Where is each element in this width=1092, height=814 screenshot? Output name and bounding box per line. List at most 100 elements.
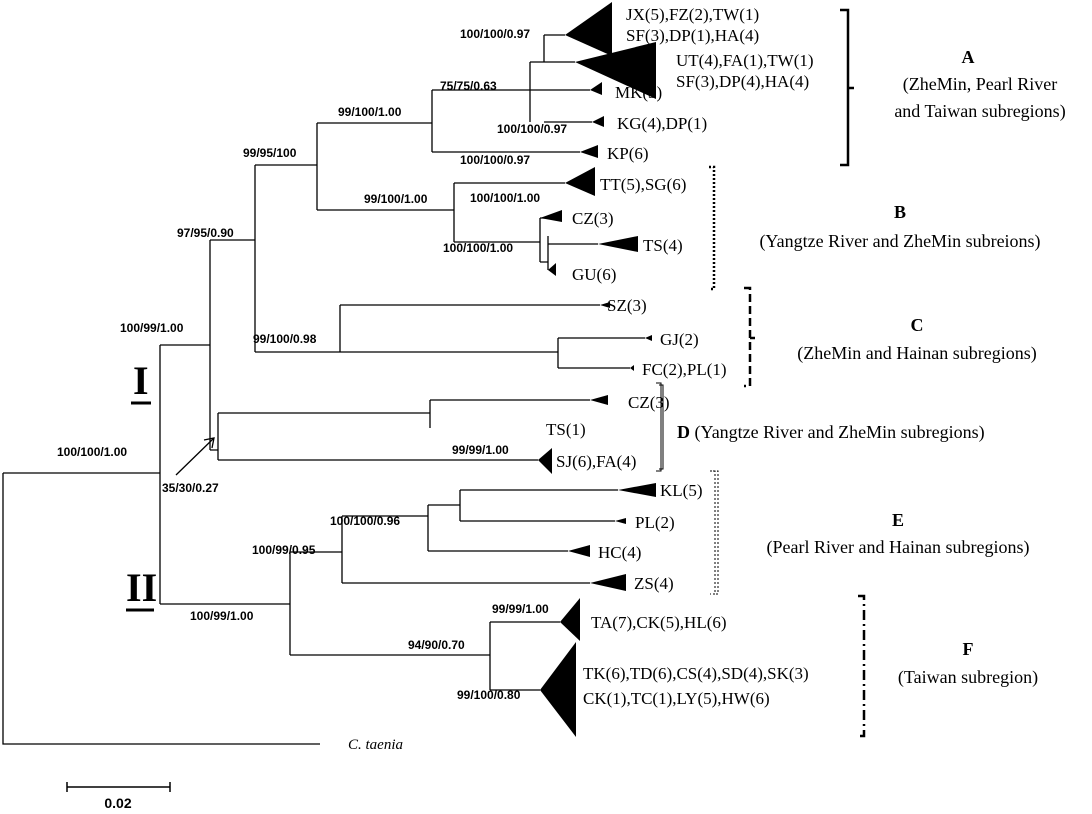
bracket-a — [840, 8, 854, 167]
taxon-label: TS(4) — [643, 236, 683, 255]
clade-triangle-ts-b — [598, 236, 638, 252]
taxon-label: SF(3),DP(4),HA(4) — [676, 72, 809, 91]
taxon-label: GU(6) — [572, 265, 616, 284]
clade-triangle-fc — [630, 365, 634, 371]
clade-triangle-ta — [560, 598, 580, 641]
bracket-c — [744, 286, 755, 388]
lineage-i-label: I — [133, 358, 149, 403]
support-values: 100/100/0.97 75/75/0.63 99/100/1.00 100/… — [57, 27, 567, 702]
support-value: 100/100/0.97 — [497, 122, 567, 136]
taxon-label: KL(5) — [660, 481, 702, 500]
taxon-label: JX(5),FZ(2),TW(1) — [626, 5, 759, 24]
clade-triangle-hc — [568, 545, 590, 557]
scale-bar-label: 0.02 — [104, 795, 131, 811]
clade-e-letter: E — [892, 510, 904, 530]
support-value: 100/100/0.96 — [330, 514, 400, 528]
taxon-label: MK(3) — [615, 83, 662, 102]
taxon-labels: JX(5),FZ(2),TW(1) SF(3),DP(1),HA(4) UT(4… — [348, 5, 814, 753]
clade-triangle-pl — [615, 518, 626, 524]
support-value: 99/99/1.00 — [492, 602, 549, 616]
clade-c-desc: (ZheMin and Hainan subregions) — [797, 343, 1036, 364]
lineage-i-branches — [209, 239, 255, 451]
taxon-label: TK(6),TD(6),CS(4),SD(4),SK(3) — [583, 664, 809, 683]
clade-triangle-kp — [580, 145, 598, 158]
clade-e-desc: (Pearl River and Hainan subregions) — [767, 537, 1030, 558]
lineage-ii-branches — [289, 551, 490, 656]
support-value: 94/90/0.70 — [408, 638, 465, 652]
arrow-pointer — [175, 437, 215, 476]
taxon-label: SZ(3) — [607, 296, 647, 315]
taxon-label: PL(2) — [635, 513, 675, 532]
taxon-label: KP(6) — [607, 144, 649, 163]
clade-d-letter: D — [677, 422, 690, 442]
taxon-label: TA(7),CK(5),HL(6) — [591, 613, 727, 632]
support-value: 35/30/0.27 — [162, 481, 219, 495]
taxon-label: TS(1) — [546, 420, 586, 439]
clade-d-desc: (Yangtze River and ZheMin subregions) — [690, 422, 985, 443]
support-value: 99/100/1.00 — [364, 192, 428, 206]
outgroup-label: C. taenia — [348, 737, 403, 753]
taxon-label: ZS(4) — [634, 574, 674, 593]
taxon-label: SF(3),DP(1),HA(4) — [626, 26, 759, 45]
root-branch — [2, 472, 320, 745]
clade-b-desc: (Yangtze River and ZheMin subreions) — [759, 231, 1040, 252]
tree-branches — [2, 34, 645, 745]
clade-triangle-kg — [592, 116, 604, 127]
support-value: 99/100/0.98 — [253, 332, 317, 346]
collapsed-clades — [538, 2, 656, 737]
support-value: 100/100/1.00 — [443, 241, 513, 255]
support-value: 100/100/1.00 — [57, 445, 127, 459]
clade-d-line: D (Yangtze River and ZheMin subregions) — [677, 422, 985, 443]
clade-triangle-jx — [565, 2, 612, 56]
support-value: 100/100/0.97 — [460, 27, 530, 41]
clade-brackets — [656, 8, 866, 738]
clade-triangle-gj — [645, 335, 652, 341]
clade-triangle-zs — [590, 574, 626, 591]
clade-a-desc: (ZheMin, Pearl River — [903, 74, 1057, 95]
taxon-label: TT(5),SG(6) — [600, 175, 686, 194]
clade-triangle-ut — [575, 42, 656, 99]
lineage-ii-label: II — [126, 565, 157, 610]
support-value: 99/95/100 — [243, 146, 297, 160]
clade-c-letter: C — [911, 315, 924, 335]
bracket-b — [709, 165, 716, 291]
clade-annotations: A (ZheMin, Pearl River and Taiwan subreg… — [677, 47, 1066, 688]
clade-triangle-cz-d — [590, 395, 608, 405]
support-value: 100/99/1.00 — [120, 321, 184, 335]
support-value: 99/99/1.00 — [452, 443, 509, 457]
clade-triangle-sj — [538, 448, 552, 474]
bracket-d — [656, 382, 662, 472]
support-value: 100/100/1.00 — [470, 191, 540, 205]
support-value: 100/100/0.97 — [460, 153, 530, 167]
lineage-labels: I II — [126, 358, 157, 612]
clade-triangle-tt — [565, 167, 595, 196]
taxon-label: GJ(2) — [660, 330, 699, 349]
clade-a-desc: and Taiwan subregions) — [894, 101, 1065, 122]
taxon-label: CK(1),TC(1),LY(5),HW(6) — [583, 689, 770, 708]
support-value: 100/99/1.00 — [190, 609, 254, 623]
support-value: 99/100/1.00 — [338, 105, 402, 119]
taxon-label: HC(4) — [598, 543, 641, 562]
taxon-label: KG(4),DP(1) — [617, 114, 707, 133]
clade-triangle-cz-b — [540, 210, 562, 222]
support-value: 100/99/0.95 — [252, 543, 316, 557]
support-value: 99/100/0.80 — [457, 688, 521, 702]
bracket-f — [858, 594, 866, 738]
clade-b-letter: B — [894, 202, 906, 222]
taxon-label: SJ(6),FA(4) — [556, 452, 636, 471]
support-value: 75/75/0.63 — [440, 79, 497, 93]
clade-triangle-tk — [540, 642, 576, 737]
clade-triangle-gu — [548, 263, 556, 276]
taxon-label: CZ(3) — [628, 393, 670, 412]
clade-a-letter: A — [962, 47, 975, 67]
lineage-split — [159, 344, 290, 605]
taxon-label: FC(2),PL(1) — [642, 360, 727, 379]
taxon-label: UT(4),FA(1),TW(1) — [676, 51, 814, 70]
support-value: 97/95/0.90 — [177, 226, 234, 240]
bracket-e — [710, 470, 716, 595]
clade-f-letter: F — [963, 639, 974, 659]
clade-triangle-kl — [618, 483, 656, 497]
clade-triangle-mk — [590, 82, 602, 95]
clade-f-desc: (Taiwan subregion) — [898, 667, 1038, 688]
